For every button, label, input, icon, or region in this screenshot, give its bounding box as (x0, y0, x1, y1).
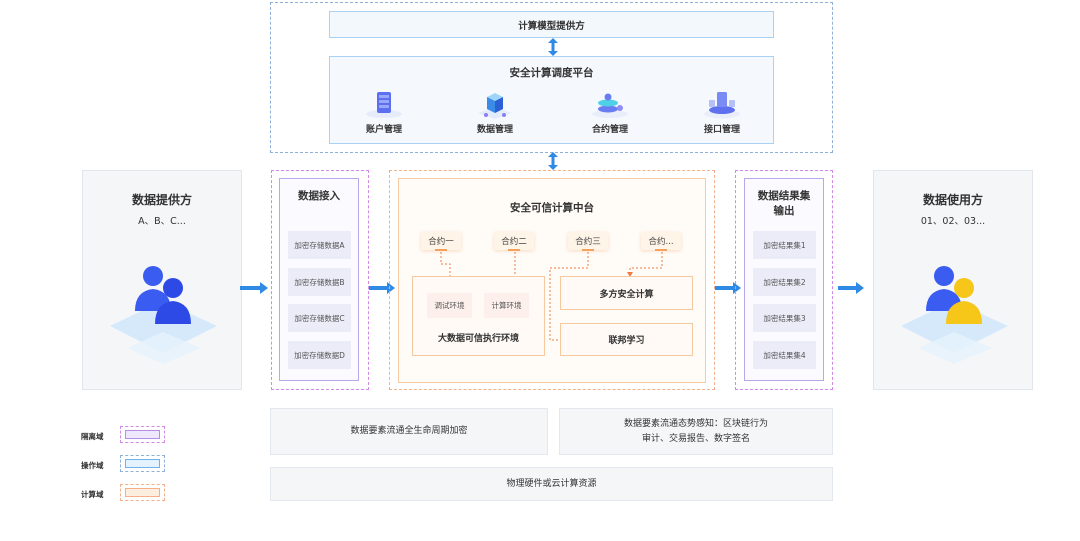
right-arrow-icon (838, 282, 864, 294)
compute-env: 计算环境 (484, 293, 529, 318)
model-provider-box: 计算模型提供方 (329, 11, 774, 38)
list-item: 加密结果集3 (753, 304, 816, 332)
contract-stack-icon (592, 93, 628, 118)
data-user-title: 数据使用方 (922, 193, 983, 207)
list-item: 加密结果集4 (753, 341, 816, 369)
data-user-panel: 数据使用方 01、02、03... (873, 170, 1033, 390)
module-interface: 接口管理 (677, 87, 767, 139)
lifecycle-label: 数据要素流通全生命周期加密 (350, 426, 468, 436)
right-arrow-icon (715, 282, 741, 294)
module-label: 账户管理 (365, 125, 402, 135)
module-account: 账户管理 (339, 87, 429, 139)
isolation-domain-left (271, 170, 369, 390)
mpc-box: 多方安全计算 (560, 276, 693, 310)
data-provider-subtitle: A、B、C... (138, 216, 186, 227)
model-provider-label: 计算模型提供方 (518, 20, 585, 32)
users-blue-icon (110, 266, 217, 364)
contract-tag: 合约一 (421, 232, 461, 251)
operation-domain-region (270, 2, 833, 153)
list-item: 加密结果集2 (753, 268, 816, 296)
list-item: 加密结果集1 (753, 231, 816, 259)
account-server-icon (366, 92, 402, 118)
module-label: 接口管理 (703, 125, 740, 135)
data-access-title: 数据接入 (298, 190, 340, 202)
legend-label-operation: 操作域 (81, 461, 104, 470)
legend-swatch-compute (120, 484, 165, 501)
result-output-title-1: 数据结果集 (757, 190, 811, 202)
list-item: 加密存储数据C (288, 304, 351, 332)
legend-label-compute: 计算域 (81, 490, 104, 499)
users-blue-yellow-icon (901, 266, 1008, 364)
data-cube-icon (478, 93, 512, 119)
module-data: 数据管理 (450, 87, 540, 139)
legend-label-isolation: 隔离域 (81, 432, 104, 441)
right-arrow-icon (240, 282, 268, 294)
infrastructure-label: 物理硬件或云计算资源 (506, 478, 597, 489)
contract-tag: 合约二 (494, 232, 534, 251)
awareness-line-2: 审计、交易报告、数字签名 (641, 433, 750, 444)
compute-platform-title: 安全可信计算中台 (510, 202, 594, 214)
list-item: 加密存储数据A (288, 231, 351, 259)
contract-tag: 合约... (641, 232, 681, 251)
module-contract: 合约管理 (565, 87, 655, 139)
bigdata-env-title: 大数据可信执行环境 (437, 334, 519, 344)
bidirectional-arrow-icon (548, 38, 558, 56)
list-item: 加密存储数据D (288, 341, 351, 369)
legend-swatch-operation (120, 455, 165, 472)
module-label: 合约管理 (591, 125, 628, 135)
result-output-title-2: 输出 (773, 205, 795, 217)
interface-platform-icon (704, 92, 740, 119)
debug-env: 调试环境 (427, 293, 472, 318)
infrastructure-bar: 物理硬件或云计算资源 (270, 467, 833, 501)
right-arrow-icon (369, 282, 395, 294)
scheduler-platform-box: 安全计算调度平台 账户管理 数据管理 合约管理 (329, 56, 774, 144)
lifecycle-encryption-bar: 数据要素流通全生命周期加密 (270, 408, 548, 455)
data-user-subtitle: 01、02、03... (920, 216, 986, 227)
data-access-box: 数据接入 加密存储数据A 加密存储数据B 加密存储数据C 加密存储数据D (279, 178, 359, 381)
federated-learning-box: 联邦学习 (560, 323, 693, 356)
data-provider-panel: 数据提供方 A、B、C... (82, 170, 242, 390)
module-label: 数据管理 (476, 125, 513, 135)
contract-tag: 合约三 (568, 232, 608, 251)
bidirectional-arrow-icon (548, 152, 558, 170)
bigdata-env-box: 调试环境 计算环境 大数据可信执行环境 (412, 276, 545, 356)
awareness-line-1: 数据要素流通态势感知：区块链行为 (623, 418, 768, 429)
isolation-domain-right (735, 170, 833, 390)
scheduler-title: 安全计算调度平台 (509, 67, 594, 79)
result-output-box: 数据结果集 输出 加密结果集1 加密结果集2 加密结果集3 加密结果集4 (744, 178, 824, 381)
compute-domain-region (389, 170, 715, 390)
data-provider-title: 数据提供方 (131, 193, 192, 207)
legend-swatch-isolation (120, 426, 165, 443)
situational-awareness-bar: 数据要素流通态势感知：区块链行为 审计、交易报告、数字签名 (559, 408, 833, 455)
list-item: 加密存储数据B (288, 268, 351, 296)
